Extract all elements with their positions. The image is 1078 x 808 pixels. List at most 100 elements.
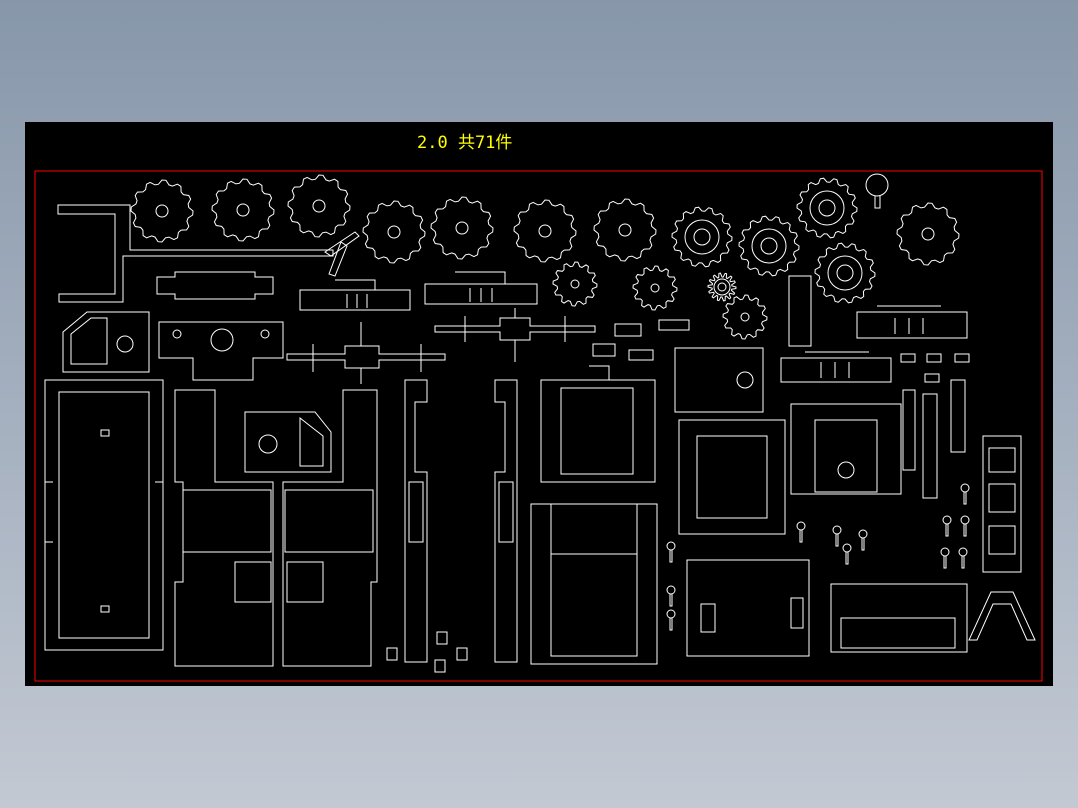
- pin-stem-part: [845, 552, 849, 565]
- chassis-side-part: [44, 379, 164, 651]
- drawing-border: [34, 170, 1043, 682]
- gear-part: [287, 174, 351, 238]
- clip-part: [592, 319, 690, 361]
- pin-stem-part: [669, 618, 673, 631]
- axle-hole-icon: [818, 199, 836, 217]
- pillar-part: [788, 275, 812, 347]
- pin-ring-part: [666, 585, 676, 595]
- grille-part: [780, 351, 892, 383]
- frame-rail-part: [282, 389, 378, 667]
- ladder-rail-part: [494, 379, 518, 663]
- hole-icon: [618, 223, 632, 237]
- gear-part: [593, 198, 657, 262]
- pin-ring-part: [960, 483, 970, 493]
- gear-part: [211, 178, 275, 242]
- pin-ring-part: [666, 541, 676, 551]
- stand-part: [968, 591, 1036, 641]
- grille-part: [856, 305, 968, 339]
- gear-part: [513, 199, 577, 263]
- gear-part: [430, 196, 494, 260]
- star-logo-icon: [210, 328, 234, 352]
- star-logo-icon: [116, 335, 134, 353]
- dash-panel-part: [158, 321, 284, 381]
- hole-icon: [570, 279, 580, 289]
- axle-hole-icon: [836, 264, 854, 282]
- pin-stem-part: [669, 594, 673, 607]
- gear-part: [130, 179, 194, 243]
- grille-assembly-part: [790, 403, 902, 495]
- cab-body-part: [540, 365, 656, 483]
- pin-stem-part: [835, 534, 839, 547]
- pin-ring-part: [858, 529, 868, 539]
- hole-icon: [455, 221, 469, 235]
- wheel-part: [671, 206, 733, 268]
- hub-icon: [809, 190, 845, 226]
- pin-stem-part: [861, 538, 865, 551]
- hole-icon: [172, 329, 182, 339]
- side-panel-part: [674, 347, 764, 413]
- gear-part: [362, 200, 426, 264]
- drawing-title: 2.0 共71件: [417, 133, 513, 153]
- pin-stem-part: [963, 524, 967, 537]
- gear-part: [552, 261, 598, 307]
- hole-icon: [312, 199, 326, 213]
- star-logo-icon: [837, 461, 855, 479]
- gear-part: [896, 202, 960, 266]
- steering-column-part: [874, 196, 881, 209]
- hub-icon: [827, 255, 863, 291]
- side-bar-part: [902, 379, 966, 499]
- hub-icon: [713, 278, 731, 296]
- cab-floor-part: [530, 503, 658, 665]
- star-logo-icon: [736, 371, 754, 389]
- hole-icon: [236, 203, 250, 217]
- hole-icon: [740, 312, 750, 322]
- axle-hole-icon: [760, 237, 778, 255]
- hole-icon: [260, 329, 270, 339]
- pin-ring-part: [842, 543, 852, 553]
- bed-floor-part: [686, 559, 810, 657]
- axle-part: [286, 322, 446, 384]
- grille-part: [424, 271, 538, 305]
- hole-icon: [538, 224, 552, 238]
- slot-part: [45, 429, 163, 613]
- pin-ring-part: [940, 547, 950, 557]
- hole-icon: [387, 225, 401, 239]
- pin-ring-part: [666, 609, 676, 619]
- gear-part: [632, 265, 678, 311]
- pin-stem-part: [943, 556, 947, 569]
- axle-hole-icon: [693, 228, 711, 246]
- gear-part: [722, 294, 768, 340]
- hub-icon: [684, 219, 720, 255]
- axle-part: [434, 308, 596, 362]
- hole-icon: [921, 227, 935, 241]
- pin-stem-part: [963, 492, 967, 505]
- pin-stem-part: [799, 530, 803, 543]
- window-frame-part: [982, 435, 1022, 573]
- pin-ring-part: [958, 547, 968, 557]
- wheel-part: [738, 215, 800, 277]
- arm-part: [328, 241, 348, 277]
- wheel-part: [796, 177, 858, 239]
- hub-icon: [751, 228, 787, 264]
- wheel-part: [707, 272, 737, 302]
- clip-part: [900, 353, 970, 383]
- pin-parts: [666, 483, 970, 631]
- grille-part: [299, 279, 411, 311]
- frame-rail-part: [174, 389, 274, 667]
- steering-wheel-part: [865, 173, 889, 197]
- pin-ring-part: [796, 521, 806, 531]
- pin-stem-part: [961, 556, 965, 569]
- arm-part: [324, 231, 360, 257]
- bumper-part: [830, 583, 968, 653]
- hole-icon: [650, 283, 660, 293]
- cad-canvas[interactable]: [25, 122, 1053, 686]
- door-panel-part: [244, 411, 332, 473]
- star-logo-icon: [258, 434, 278, 454]
- pin-ring-part: [960, 515, 970, 525]
- ladder-rail-part: [404, 379, 428, 663]
- wheel-part: [814, 242, 876, 304]
- pin-stem-part: [669, 550, 673, 563]
- l-bracket-part: [57, 204, 334, 303]
- bed-panel-part: [678, 419, 786, 535]
- pin-ring-part: [832, 525, 842, 535]
